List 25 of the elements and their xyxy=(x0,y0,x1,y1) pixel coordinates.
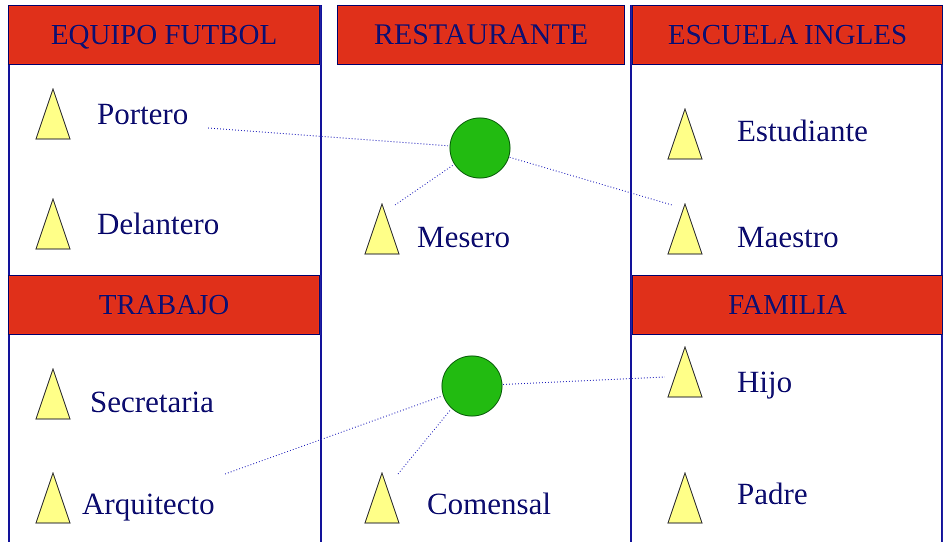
hub-circle xyxy=(449,117,511,179)
panel-header: ESCUELA INGLES xyxy=(632,5,943,65)
role-label: Maestro xyxy=(737,219,839,255)
role-label: Estudiante xyxy=(737,113,868,149)
panel-header: FAMILIA xyxy=(632,275,943,335)
hub-circle xyxy=(441,355,503,417)
dotted-line xyxy=(398,408,452,474)
role-label: Comensal xyxy=(427,486,551,522)
role-label: Arquitecto xyxy=(82,486,215,522)
dotted-line xyxy=(208,128,449,146)
group-panel xyxy=(630,5,943,275)
panel-header: RESTAURANTE xyxy=(337,5,625,65)
dotted-line xyxy=(224,396,442,474)
group-panel xyxy=(8,275,322,542)
role-label: Padre xyxy=(737,476,808,512)
panel-header: TRABAJO xyxy=(8,275,320,335)
role-label: Hijo xyxy=(737,364,792,400)
role-label: Delantero xyxy=(97,206,220,242)
panel-header: EQUIPO FUTBOL xyxy=(8,5,320,65)
group-panel xyxy=(8,5,322,275)
role-label: Portero xyxy=(97,96,188,132)
role-label: Secretaria xyxy=(90,384,214,420)
dotted-line xyxy=(394,164,454,206)
role-label: Mesero xyxy=(417,219,510,255)
group-panel xyxy=(630,275,943,542)
